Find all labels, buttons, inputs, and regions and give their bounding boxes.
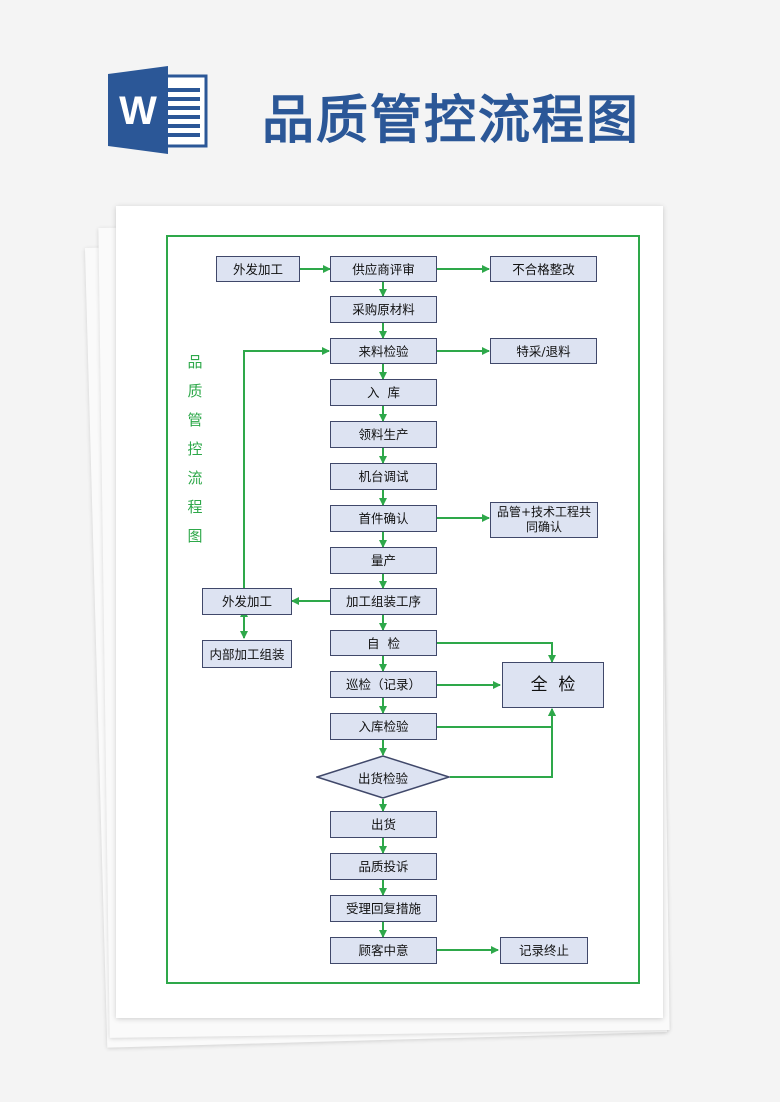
node-shipment-inspection: 出货检验 xyxy=(316,755,450,799)
logo-letter: W xyxy=(119,89,157,133)
node-record-end: 记录终止 xyxy=(500,937,588,964)
node-full-check: 全 检 xyxy=(502,662,604,708)
node-warehouse-inspection: 入库检验 xyxy=(330,713,437,740)
node-patrol-check: 巡检（记录） xyxy=(330,671,437,698)
node-warehousing: 入 库 xyxy=(330,379,437,406)
node-outsource-top: 外发加工 xyxy=(216,256,300,282)
node-customer-satisfied: 顾客中意 xyxy=(330,937,437,964)
flow-arrows xyxy=(240,265,556,954)
word-icon: W xyxy=(108,66,208,154)
node-processing-assembly: 加工组装工序 xyxy=(330,588,437,615)
header: W 品质管控流程图 xyxy=(0,0,780,190)
node-incoming-inspection: 来料检验 xyxy=(330,338,437,364)
side-title-char: 质 xyxy=(187,382,203,400)
node-first-article: 首件确认 xyxy=(330,505,437,532)
node-joint-confirm: 品管+技术工程共同确认 xyxy=(490,502,598,538)
side-title-char: 程 xyxy=(187,498,203,516)
side-title-char: 管 xyxy=(187,411,203,429)
side-title-char: 控 xyxy=(187,440,203,458)
node-shipment: 出货 xyxy=(330,811,437,838)
node-machine-debug: 机台调试 xyxy=(330,463,437,490)
decision-label: 出货检验 xyxy=(357,770,408,786)
node-purchase-material: 采购原材料 xyxy=(330,296,437,323)
document-page: 品 质 管 控 流 程 图 xyxy=(116,206,663,1018)
flow-arrow xyxy=(437,642,556,663)
page-title: 品质管控流程图 xyxy=(262,91,641,151)
side-title-char: 流 xyxy=(187,469,203,487)
node-self-check: 自 检 xyxy=(330,630,437,656)
node-internal-assembly: 内部加工组装 xyxy=(202,640,292,668)
node-reply-measures: 受理回复措施 xyxy=(330,895,437,922)
node-mass-production: 量产 xyxy=(330,547,437,574)
node-nonconform: 不合格整改 xyxy=(490,256,597,282)
decision-diamond xyxy=(316,755,450,799)
side-title-char: 品 xyxy=(187,353,203,371)
node-material-production: 领料生产 xyxy=(330,421,437,448)
flow-arrow xyxy=(437,708,556,728)
node-special-return: 特采/退料 xyxy=(490,338,597,364)
node-outsource-mid: 外发加工 xyxy=(202,588,292,615)
flow-arrow xyxy=(243,347,330,588)
node-supplier-review: 供应商评审 xyxy=(330,256,437,282)
flow-arrow xyxy=(450,708,556,778)
side-title: 品 质 管 控 流 程 图 xyxy=(184,348,206,551)
node-complaint: 品质投诉 xyxy=(330,853,437,880)
diagram-frame xyxy=(166,235,640,984)
side-title-char: 图 xyxy=(187,527,203,545)
